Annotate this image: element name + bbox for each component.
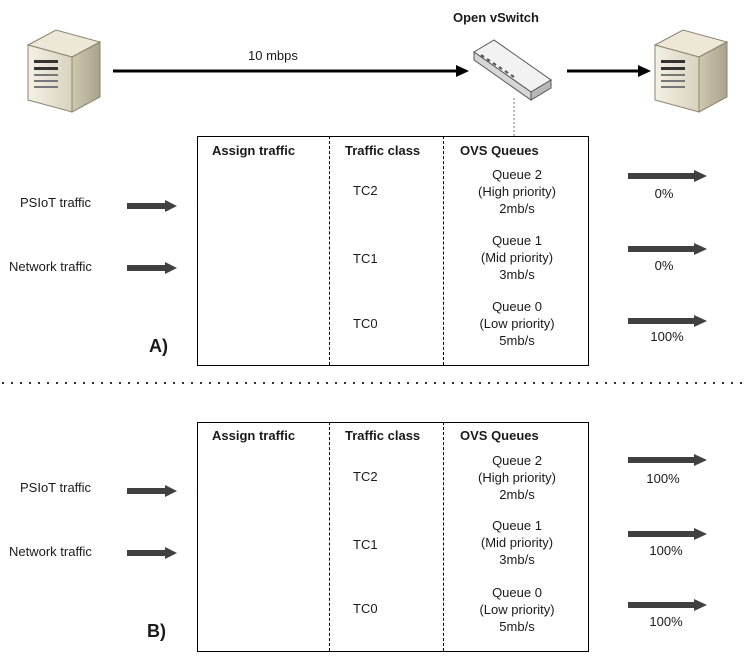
- input-arrow-network-a: [127, 262, 177, 274]
- output-pct-b-2: 100%: [646, 471, 680, 486]
- panel-a-divider-1: [329, 136, 330, 365]
- panel-b-box: [197, 422, 589, 652]
- queue-rate: 3mb/s: [499, 552, 535, 567]
- traffic-class-tc2: TC2: [353, 183, 378, 198]
- queue-0-info: Queue 0 (Low priority) 5mb/s: [457, 584, 577, 635]
- header-assign-traffic: Assign traffic: [212, 428, 296, 443]
- header-traffic-class: Traffic class: [345, 143, 421, 158]
- header-assign-traffic: Assign traffic: [212, 143, 296, 158]
- queue-1-info: Queue 1 (Mid priority) 3mb/s: [457, 517, 577, 568]
- header-ovs-queues: OVS Queues: [460, 428, 539, 443]
- input-arrow-network-b: [127, 547, 177, 559]
- queue-priority: (Low priority): [479, 316, 555, 331]
- source-psiot-label: PSIoT traffic: [20, 480, 92, 495]
- output-pct-a-1: 0%: [654, 258, 674, 273]
- link-arrow-right: [567, 65, 651, 77]
- left-server-icon: [26, 29, 102, 113]
- queue-2-info: Queue 2 (High priority) 2mb/s: [457, 166, 577, 217]
- panel-b-divider-2: [443, 422, 444, 651]
- right-server-icon: [653, 29, 729, 113]
- queue-rate: 5mb/s: [499, 333, 535, 348]
- panel-a-label: A): [149, 336, 168, 356]
- queue-name: Queue 2: [492, 453, 542, 468]
- output-arrow-b-1: [628, 528, 707, 540]
- queue-priority: (Mid priority): [480, 535, 554, 550]
- queue-priority: (Mid priority): [480, 250, 554, 265]
- traffic-class-tc1: TC1: [353, 251, 378, 266]
- queue-0-info: Queue 0 (Low priority) 5mb/s: [457, 298, 577, 349]
- header-traffic-class: Traffic class: [345, 428, 421, 443]
- panel-a-divider-2: [443, 136, 444, 365]
- queue-rate: 5mb/s: [499, 619, 535, 634]
- input-arrow-psiot-b: [127, 485, 177, 497]
- switch-icon: [473, 39, 552, 101]
- output-arrow-a-0: [628, 315, 707, 327]
- output-pct-b-0: 100%: [649, 614, 683, 629]
- traffic-class-tc0: TC0: [353, 601, 378, 616]
- queue-priority: (Low priority): [479, 602, 555, 617]
- traffic-class-tc1: TC1: [353, 537, 378, 552]
- queue-name: Queue 0: [492, 585, 542, 600]
- output-arrow-b-0: [628, 599, 707, 611]
- output-arrow-a-2: [628, 170, 707, 182]
- panel-a-box: [197, 136, 589, 366]
- panel-b-divider-1: [329, 422, 330, 651]
- header-ovs-queues: OVS Queues: [460, 143, 539, 158]
- link-speed-label: 10 mbps: [248, 48, 298, 63]
- queue-name: Queue 0: [492, 299, 542, 314]
- queue-priority: (High priority): [477, 470, 556, 485]
- source-network-label: Network traffic: [9, 544, 92, 559]
- traffic-class-tc0: TC0: [353, 316, 378, 331]
- link-arrow-left: [113, 65, 469, 77]
- queue-rate: 2mb/s: [499, 487, 535, 502]
- output-pct-a-2: 0%: [654, 186, 674, 201]
- queue-name: Queue 1: [492, 233, 542, 248]
- output-pct-a-0: 100%: [650, 329, 684, 344]
- queue-name: Queue 1: [492, 518, 542, 533]
- output-arrow-a-1: [628, 243, 707, 255]
- queue-name: Queue 2: [492, 167, 542, 182]
- queue-2-info: Queue 2 (High priority) 2mb/s: [457, 452, 577, 503]
- queue-priority: (High priority): [477, 184, 556, 199]
- queue-rate: 3mb/s: [499, 267, 535, 282]
- panel-b-label: B): [147, 621, 166, 641]
- input-arrow-psiot-a: [127, 200, 177, 212]
- traffic-class-tc2: TC2: [353, 469, 378, 484]
- queue-1-info: Queue 1 (Mid priority) 3mb/s: [457, 232, 577, 283]
- source-network-label: Network traffic: [9, 259, 92, 274]
- switch-label: Open vSwitch: [453, 10, 539, 25]
- queue-rate: 2mb/s: [499, 201, 535, 216]
- source-psiot-label: PSIoT traffic: [20, 195, 92, 210]
- output-arrow-b-2: [628, 454, 707, 466]
- output-pct-b-1: 100%: [649, 543, 683, 558]
